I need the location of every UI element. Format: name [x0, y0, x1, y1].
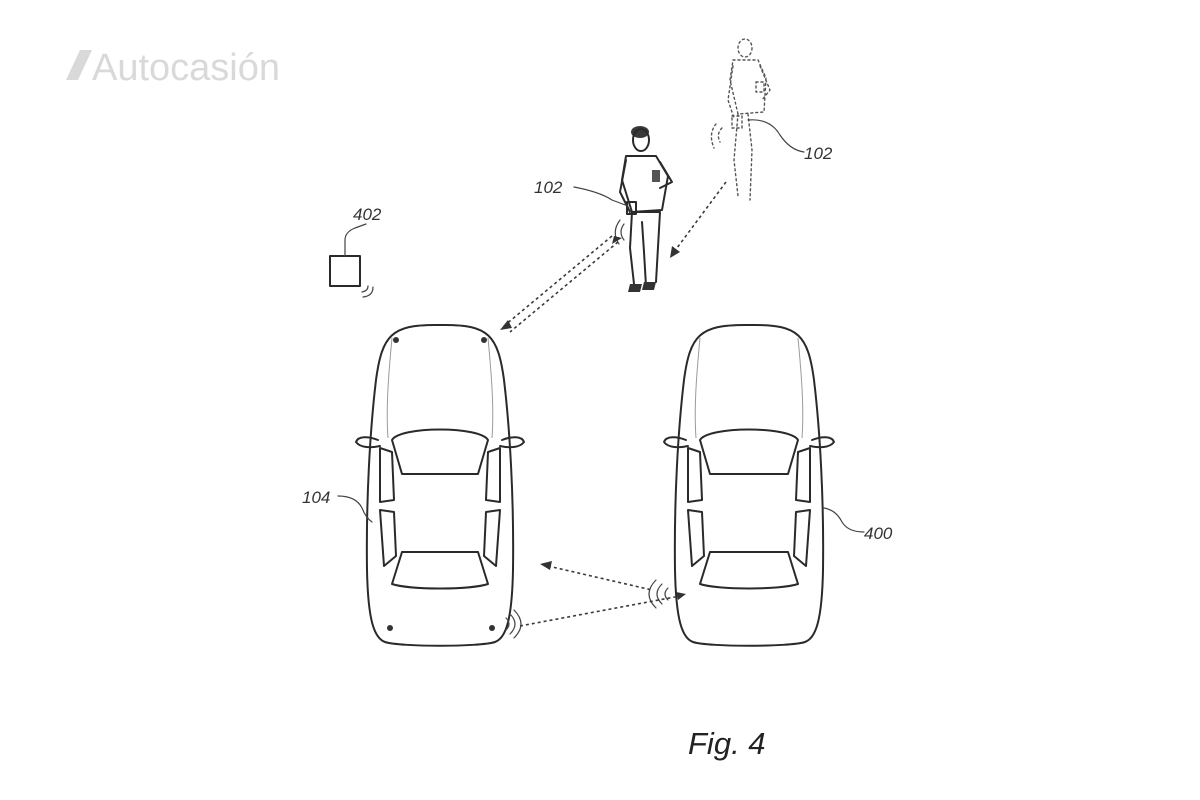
vehicle-104-sensor-front-left	[393, 337, 399, 343]
near-person-phone-icon	[652, 170, 660, 182]
far-person-phone-icon	[755, 81, 765, 93]
vehicle-400-mirror-left	[663, 436, 689, 449]
far-person-arm-left	[727, 65, 735, 119]
logo-slash-mark	[66, 50, 92, 80]
vehicle-104-side-window-left	[379, 447, 395, 503]
vehicle-400-side-window-right	[795, 447, 811, 503]
vehicle-400-hood	[694, 337, 804, 439]
person-vehicle-link	[500, 235, 622, 333]
vehicle-400-side-window-left	[687, 447, 703, 503]
far-person-signal-icon	[710, 123, 723, 149]
leader-104	[337, 495, 373, 523]
vehicle-400-rear-side-right	[793, 509, 811, 567]
vehicle-104-rear-side-left	[379, 509, 397, 567]
near-person-key-fob-icon	[626, 201, 637, 215]
person-near	[614, 126, 673, 292]
vehicle-104-side-window-right	[485, 447, 501, 503]
person-far-dotted	[710, 38, 771, 201]
vehicle-104-mirror-right	[499, 436, 525, 449]
vehicle-104-rear-window	[391, 551, 489, 590]
label-400: 400	[864, 524, 893, 543]
autocasion-logo: Autocasión	[66, 47, 280, 89]
vehicle-400-windshield	[699, 428, 799, 475]
figure-caption: Fig. 4	[688, 726, 766, 761]
near-person-arm-right	[659, 161, 673, 189]
far-person-head	[737, 38, 753, 58]
vehicle-400	[648, 324, 835, 647]
label-104: 104	[302, 488, 330, 507]
vehicle-400-rear-side-left	[687, 509, 705, 567]
near-person-trousers	[629, 211, 661, 287]
remote-device-signal-icon	[361, 285, 374, 298]
leader-102-far	[747, 119, 805, 153]
vehicle-104-signal-icon	[505, 609, 522, 639]
remote-device-402: 402	[329, 205, 382, 298]
far-person-legs	[733, 113, 753, 201]
vehicle-400-body	[673, 324, 825, 647]
label-402: 402	[353, 205, 382, 224]
vehicle-104	[355, 324, 525, 647]
label-102-far: 102	[804, 144, 833, 163]
vehicle-104-rear-side-right	[483, 509, 501, 567]
vehicle-400-mirror-right	[809, 436, 835, 449]
vehicle-400-rear-window	[699, 551, 799, 590]
vehicle-104-windshield	[391, 428, 489, 475]
remote-device-box	[329, 255, 361, 287]
near-person-shoes	[628, 282, 656, 292]
label-102-near: 102	[534, 178, 563, 197]
vehicle-400-signal-icon	[648, 579, 669, 609]
far-person-key-fob-icon	[731, 115, 743, 129]
far-person-torso	[729, 59, 767, 115]
far-person-movement-arrow	[670, 181, 727, 258]
watermark-text: Autocasión	[92, 47, 280, 89]
near-person-head	[632, 128, 650, 152]
vehicle-104-sensor-rear-right	[489, 625, 495, 631]
vehicle-104-sensor-front-right	[481, 337, 487, 343]
vehicle-104-body	[365, 324, 515, 647]
vehicle-104-sensor-rear-left	[387, 625, 393, 631]
vehicle-104-mirror-left	[355, 436, 381, 449]
leader-102-near	[573, 186, 629, 207]
vehicle-to-vehicle-link	[519, 561, 686, 627]
vehicle-104-hood	[386, 337, 494, 439]
far-person-arm-right	[759, 65, 771, 101]
remote-device-leader	[344, 223, 367, 257]
leader-400	[823, 507, 865, 533]
